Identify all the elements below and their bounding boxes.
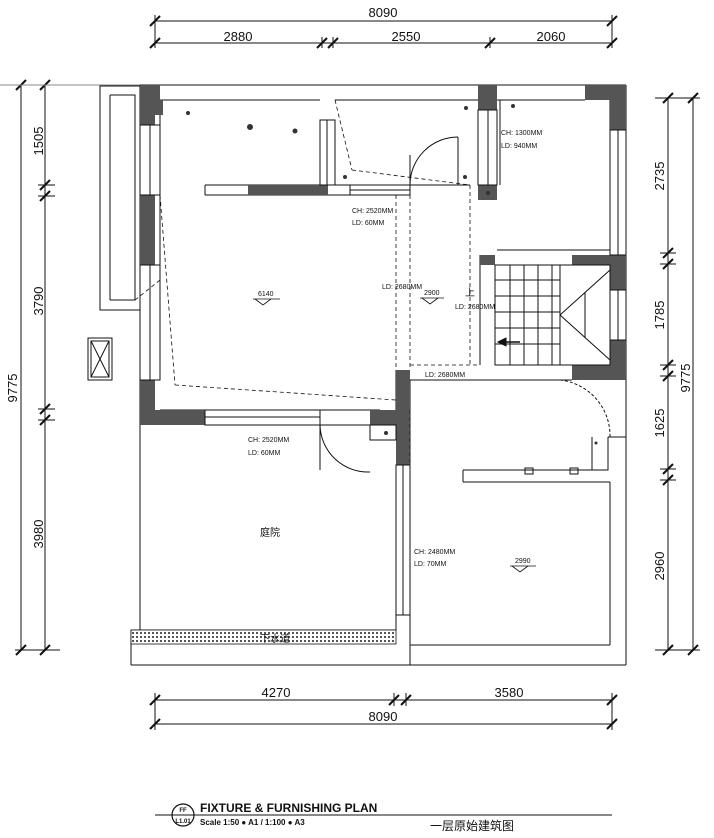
courtyard-label: 庭院: [260, 526, 280, 539]
living-level-difference: LD: 60MM: [352, 220, 384, 227]
stair-level-difference: LD: 2680MM: [455, 304, 495, 311]
right-dimensions: [655, 92, 700, 656]
bottom-segment-2: 3580: [495, 685, 524, 700]
fixtures: [186, 104, 598, 445]
left-dimensions: [15, 79, 60, 656]
top-total-dimension: 8090: [369, 5, 398, 20]
dashed-lines: [134, 99, 480, 630]
top-segment-1: 2880: [224, 29, 253, 44]
landing-level-difference: LD: 2680MM: [425, 372, 465, 379]
plan-title: FIXTURE & FURNISHING PLAN: [200, 801, 377, 815]
left-segment-2: 3790: [31, 287, 46, 316]
right-segment-2: 1785: [652, 301, 667, 330]
drain-label: 下水道: [260, 632, 290, 645]
windows: [139, 109, 627, 616]
staircase: [494, 264, 611, 366]
left-total-dimension: 9775: [5, 374, 20, 403]
left-segment-3: 3980: [31, 520, 46, 549]
left-segment-1: 1505: [31, 127, 46, 156]
building-outline: [0, 84, 627, 666]
bottom-segment-1: 4270: [262, 685, 291, 700]
drain-grate: [130, 629, 397, 645]
top-segment-2: 2550: [392, 29, 421, 44]
bottom-dimensions: [149, 693, 618, 730]
vent-box: [87, 337, 113, 381]
right-total-dimension: 9775: [678, 364, 693, 393]
stair-up-label: 上: [465, 287, 475, 299]
kitchen-level-difference: LD: 940MM: [501, 143, 537, 150]
badge-bottom-text: L1.01: [175, 819, 191, 825]
right-segment-4: 2960: [652, 552, 667, 581]
doors: [319, 136, 611, 473]
level-6140: 6140: [258, 291, 274, 298]
level-2900: 2900: [424, 290, 440, 297]
living-ceiling-height: CH: 2520MM: [352, 208, 393, 215]
plan-scale: Scale 1:50 ● A1 / 1:100 ● A3: [200, 818, 305, 827]
top-segment-3: 2060: [537, 29, 566, 44]
wall-columns: [140, 85, 626, 465]
chinese-title: 一层原始建筑图: [430, 818, 514, 833]
top-dimensions: [149, 15, 618, 49]
right-room-level-difference: LD: 70MM: [414, 561, 446, 568]
right-segment-3: 1625: [652, 409, 667, 438]
badge-top-text: FF: [179, 808, 187, 814]
corridor-level-difference: LD: 2680MM: [382, 284, 422, 291]
court-level-difference: LD: 60MM: [248, 450, 280, 457]
wall-fixtures: [524, 467, 579, 475]
kitchen-ceiling-height: CH: 1300MM: [501, 130, 542, 137]
level-markers: [253, 297, 536, 573]
level-2990: 2990: [515, 558, 531, 565]
right-room-ceiling-height: CH: 2480MM: [414, 549, 455, 556]
title-block: FF L1.01 FIXTURE & FURNISHING PLAN Scale…: [155, 801, 612, 833]
bottom-total-dimension: 8090: [369, 709, 398, 724]
right-segment-1: 2735: [652, 162, 667, 191]
court-ceiling-height: CH: 2520MM: [248, 437, 289, 444]
